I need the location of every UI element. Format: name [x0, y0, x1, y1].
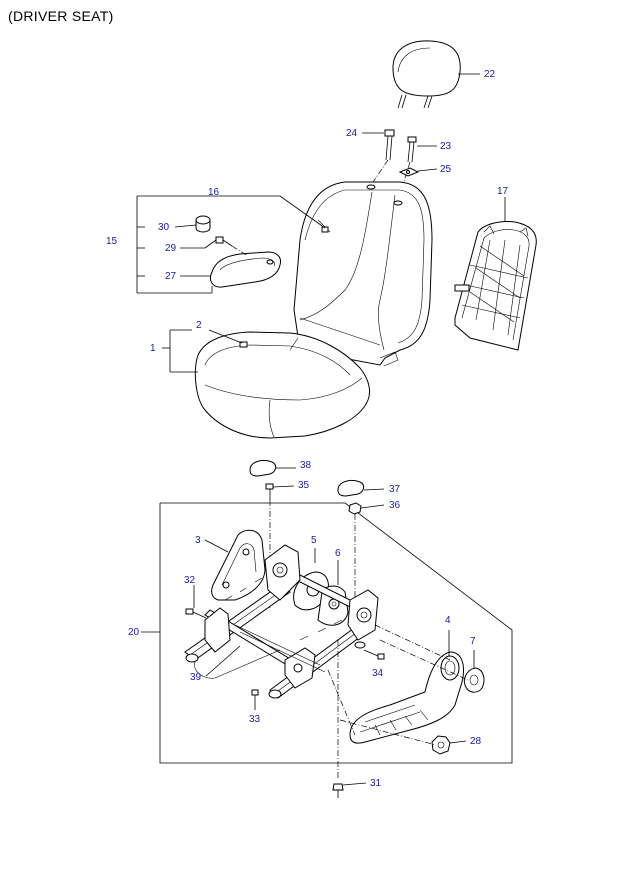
armrest-cap-30 [195, 215, 211, 233]
callout-15: 15 [106, 236, 118, 247]
armrest-bolt-29 [215, 236, 249, 257]
callout-37: 37 [389, 484, 401, 495]
callout-4: 4 [445, 615, 451, 626]
diagram-title: (DRIVER SEAT) [8, 8, 114, 24]
callout-30: 30 [158, 222, 170, 233]
headrest [392, 40, 461, 109]
callout-34: 34 [372, 668, 384, 679]
callout-16: 16 [208, 187, 220, 198]
callout-23: 23 [440, 141, 452, 152]
callout-labels: 22 24 23 25 16 17 30 15 29 27 2 1 38 35 … [106, 69, 509, 789]
callout-1: 1 [150, 343, 156, 354]
callout-33: 33 [249, 714, 261, 725]
side-cover-3 [211, 529, 266, 601]
guide-pin-24 [370, 129, 395, 186]
leader-lines [136, 73, 506, 373]
callout-39: 39 [190, 672, 202, 683]
callout-7: 7 [470, 636, 476, 647]
armrest [209, 251, 281, 288]
seat-cushion [194, 331, 371, 439]
callout-25: 25 [440, 164, 452, 175]
callout-38: 38 [300, 460, 312, 471]
nut-36 [348, 502, 385, 610]
side-shield-4 [349, 630, 464, 744]
callout-6: 6 [335, 548, 341, 559]
callout-17: 17 [497, 186, 509, 197]
callout-35: 35 [298, 480, 310, 491]
seat-back-board [454, 221, 537, 351]
bolt-33 [251, 689, 259, 710]
callout-32: 32 [184, 575, 196, 586]
assembly-lines [327, 624, 469, 746]
seat-back [293, 181, 433, 367]
callout-2: 2 [196, 320, 202, 331]
handle-knob-28 [431, 735, 467, 755]
callout-22: 22 [484, 69, 496, 80]
lever-knob-7 [463, 650, 485, 693]
bolt-31 [332, 640, 367, 798]
callout-27: 27 [165, 271, 177, 282]
callout-3: 3 [195, 535, 201, 546]
seat-frame [184, 544, 379, 699]
bolt-34 [363, 649, 385, 660]
cover-37 [337, 479, 385, 497]
callout-5: 5 [311, 535, 317, 546]
seat-frame-group-box [141, 502, 513, 764]
callout-24: 24 [346, 128, 358, 139]
callout-20: 20 [128, 627, 140, 638]
clip-25 [398, 167, 420, 177]
cover-38 [249, 459, 296, 477]
callout-28: 28 [470, 736, 482, 747]
bolt-32 [185, 608, 207, 619]
callout-31: 31 [370, 778, 382, 789]
leader-lines-lower [193, 539, 241, 677]
callout-29: 29 [165, 243, 177, 254]
callout-36: 36 [389, 500, 401, 511]
